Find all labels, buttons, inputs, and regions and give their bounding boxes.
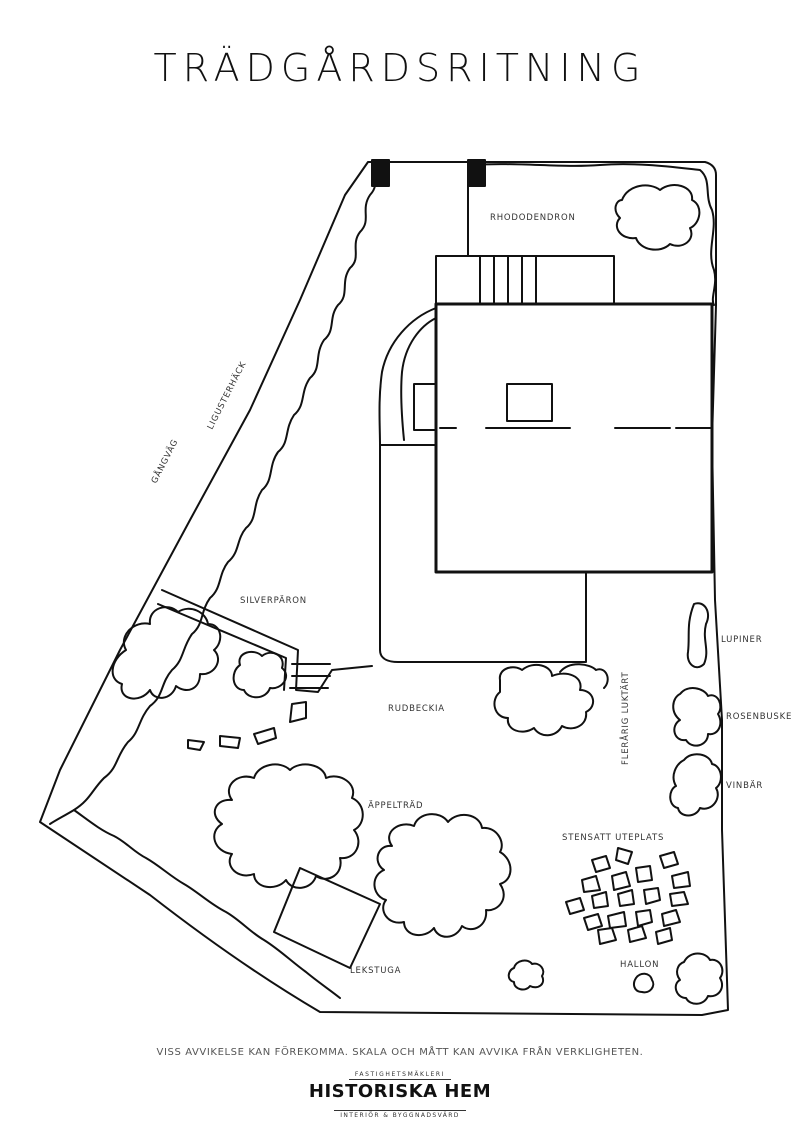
brand-tagline-bottom: INTERIÖR & BYGGNADSVÄRD xyxy=(334,1110,466,1119)
hallon-bush-2 xyxy=(633,972,655,994)
silverparon-steps xyxy=(289,663,331,689)
hedge-line xyxy=(49,164,377,825)
patio-stone-12 xyxy=(669,891,689,907)
driveway xyxy=(379,444,587,663)
vinbar-bush xyxy=(669,753,722,817)
patio-stone-3 xyxy=(659,851,679,869)
side-path-inner xyxy=(400,317,437,441)
house xyxy=(434,302,714,574)
terrace xyxy=(435,255,615,305)
side-path-outer xyxy=(378,307,437,446)
hallon-bush-3 xyxy=(674,952,724,1005)
label-vinbar: VINBÄR xyxy=(726,780,763,791)
label-lekstuga: LEKSTUGA xyxy=(350,966,401,976)
tree-cluster-left xyxy=(111,606,222,700)
hallon-bush-1 xyxy=(507,959,545,991)
patio-stone-13 xyxy=(583,913,603,931)
label-rhododendron: RHODODENDRON xyxy=(490,213,576,223)
property-boundary xyxy=(39,161,729,1016)
patio-stone-8 xyxy=(565,897,585,915)
label-appeltrad: ÄPPELTRÄD xyxy=(368,800,423,811)
patio-stone-18 xyxy=(627,925,647,943)
label-lupiner: LUPINER xyxy=(721,635,762,645)
rudbeckia-bush xyxy=(493,663,595,737)
label-flerarig-luktart: FLERÅRIG LUKTÄRT xyxy=(619,672,631,766)
house-chimney xyxy=(506,383,553,422)
stepping-stone-3 xyxy=(219,735,241,749)
rosenbuske-bush xyxy=(672,687,722,747)
patio-stone-6 xyxy=(635,865,653,883)
patio-stone-4 xyxy=(581,875,601,893)
patio-stone-5 xyxy=(611,871,631,891)
apple-tree-2 xyxy=(373,813,512,938)
stepping-stone-1 xyxy=(289,701,307,723)
patio-stone-11 xyxy=(643,887,661,905)
brand-name: HISTORISKA HEM xyxy=(308,1081,492,1102)
lupiner-bed xyxy=(686,602,710,669)
gate-post-left xyxy=(371,159,390,187)
patio-stone-15 xyxy=(635,909,653,927)
stepping-stone-4 xyxy=(187,739,205,751)
label-ligusterhack: LIGUSTERHÄCK xyxy=(205,359,249,431)
stepping-stone-2 xyxy=(253,727,277,745)
patio-stone-1 xyxy=(591,855,611,873)
hedge-bottom-left xyxy=(73,809,341,999)
label-gangvag: GÅNGVÄG xyxy=(148,437,181,486)
terrace-steps xyxy=(479,255,537,305)
label-silverparon: SILVERPÄRON xyxy=(240,595,307,606)
label-rosenbuske: ROSENBUSKE xyxy=(726,712,792,722)
side-door xyxy=(413,383,437,431)
rudbeckia-bush-2 xyxy=(559,663,609,689)
page-title: TRÄDGÅRDSRITNING xyxy=(153,46,647,90)
patio-stone-9 xyxy=(591,891,609,909)
patio-stone-10 xyxy=(617,889,635,907)
hedge-line-right xyxy=(469,163,717,306)
patio-stone-17 xyxy=(597,927,617,945)
patio-stone-19 xyxy=(655,927,673,945)
patio-stone-2 xyxy=(615,847,633,865)
label-stensatt-uteplats: STENSATT UTEPLATS xyxy=(562,833,664,843)
gate-post-right xyxy=(467,159,486,187)
rhododendron-bush xyxy=(614,184,701,251)
lekstuga xyxy=(273,867,381,969)
label-hallon: HALLON xyxy=(620,960,659,970)
brand-logo: FASTIGHETSMÄKLERI HISTORISKA HEM INTERIÖ… xyxy=(0,1061,800,1121)
shrub-left-2 xyxy=(232,650,288,699)
brand-tagline-top: FASTIGHETSMÄKLERI xyxy=(348,1071,452,1080)
patio-stone-14 xyxy=(607,911,627,929)
disclaimer: VISS AVVIKELSE KAN FÖREKOMMA. SKALA OCH … xyxy=(156,1047,644,1058)
patio-stone-7 xyxy=(671,871,691,889)
apple-tree-1 xyxy=(213,763,364,889)
patio-stone-16 xyxy=(661,909,681,927)
label-rudbeckia: RUDBECKIA xyxy=(388,704,445,714)
